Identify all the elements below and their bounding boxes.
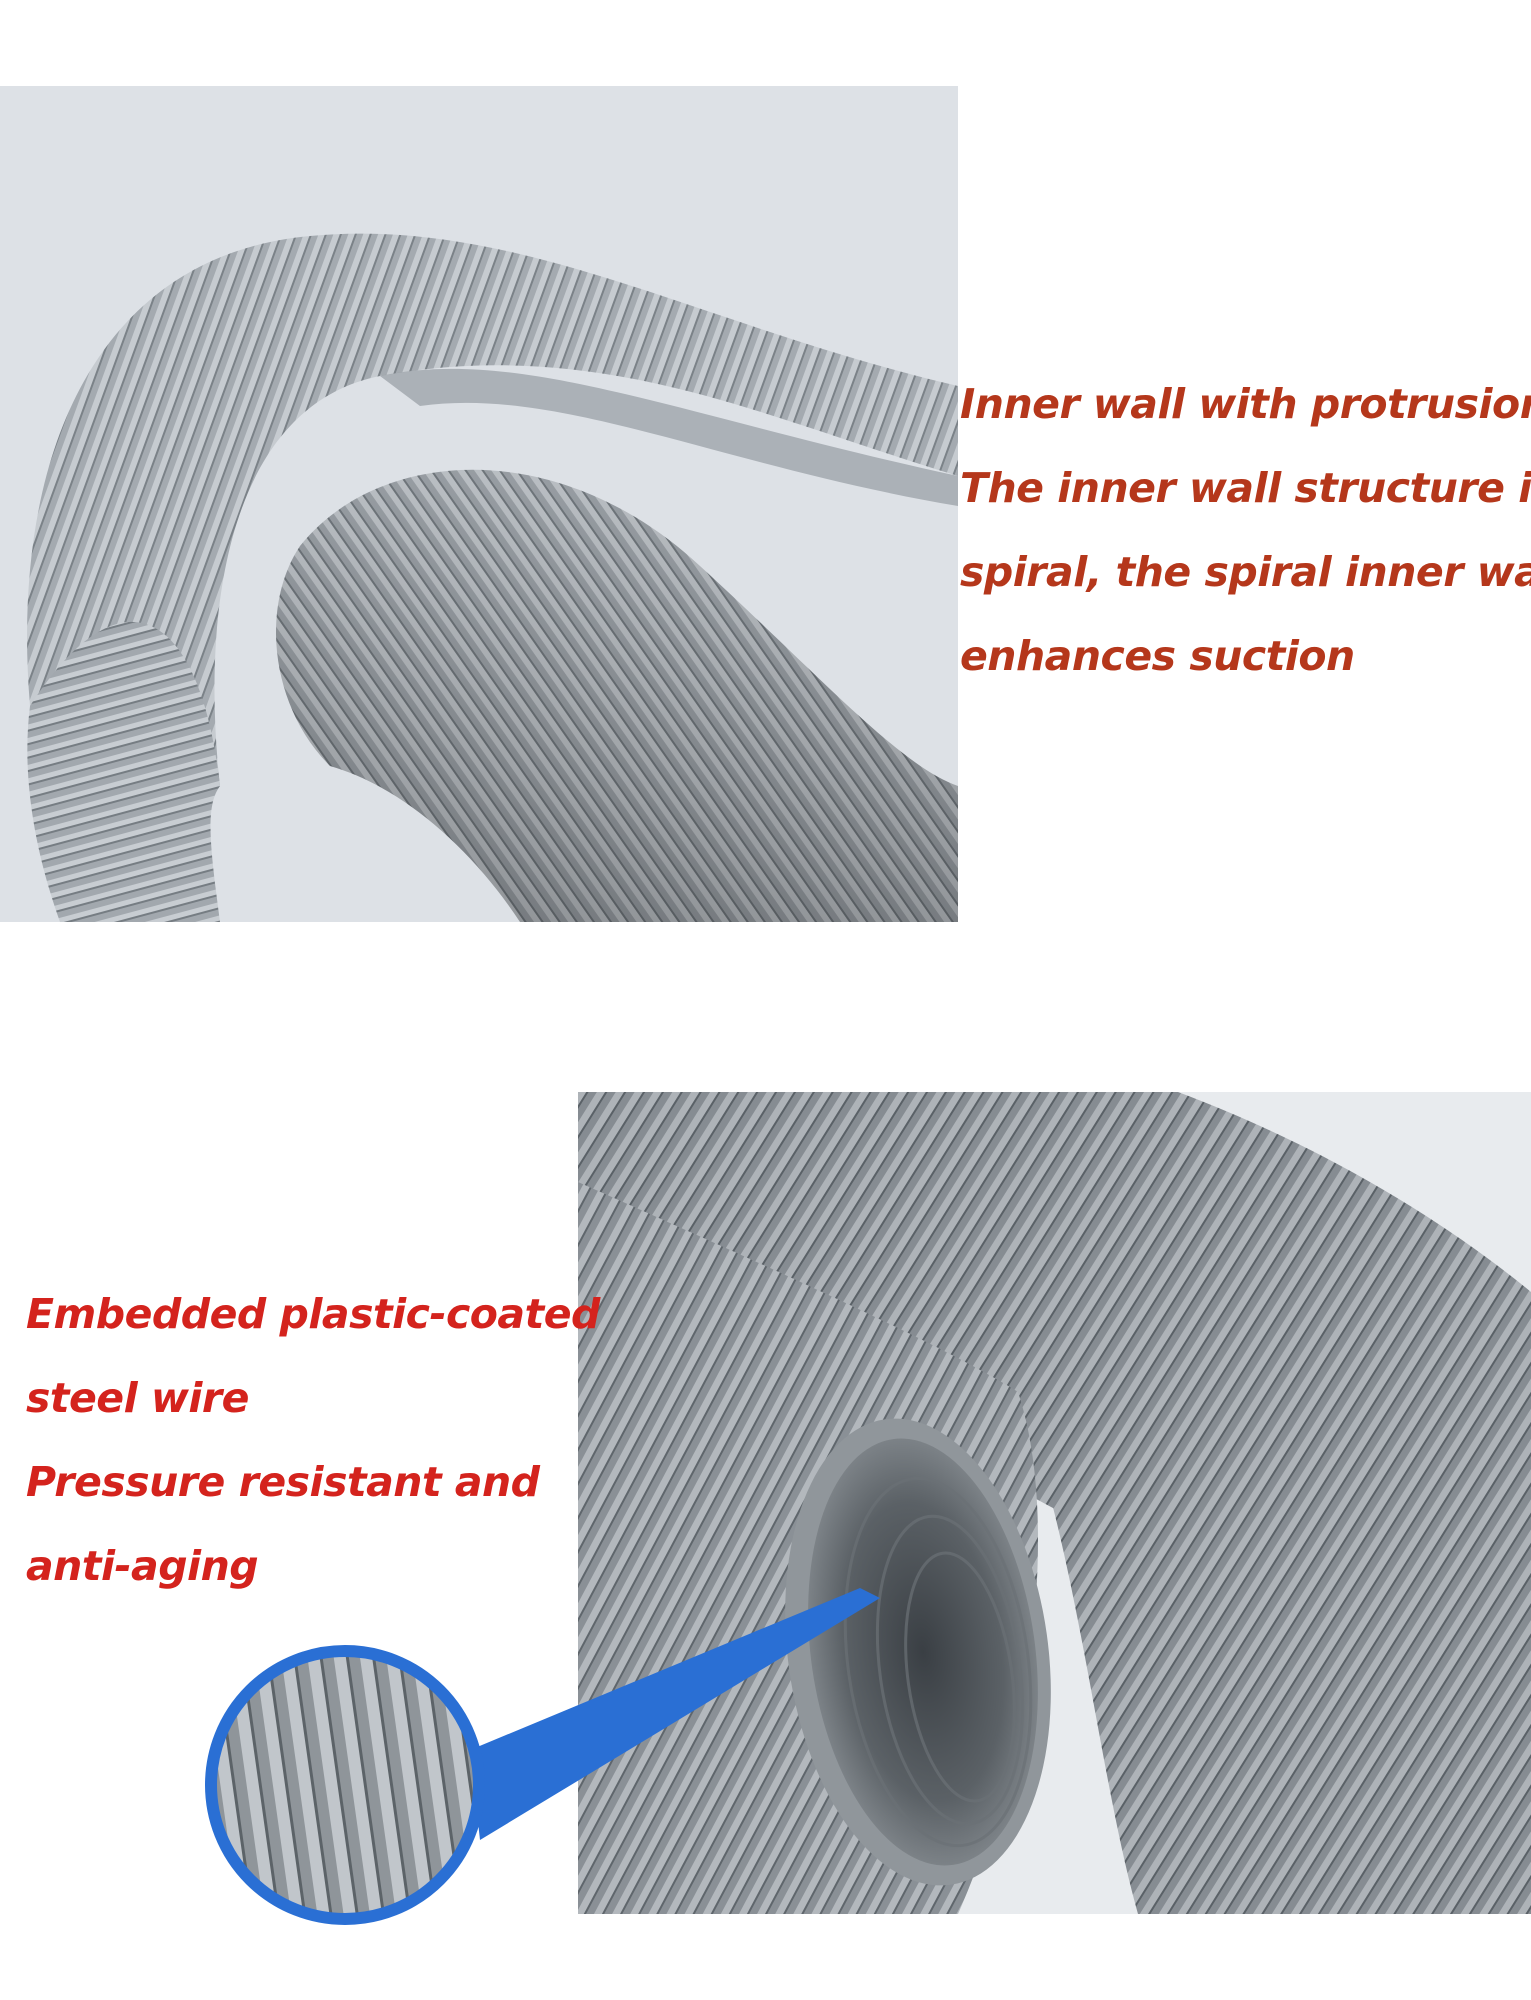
hose-photo-bent [0, 86, 958, 922]
caption-line: The inner wall structure is [960, 464, 1531, 512]
magnified-ribs-icon [205, 1645, 485, 1925]
steel-wire-caption: Embedded plastic-coated steel wire Press… [26, 1272, 600, 1608]
caption-line: spiral, the spiral inner wall [960, 548, 1531, 596]
caption-line: Embedded plastic-coated [26, 1290, 600, 1338]
zoom-lens [200, 1640, 490, 1930]
caption-line: Inner wall with protrusions [960, 380, 1531, 428]
inner-wall-caption: Inner wall with protrusions The inner wa… [960, 362, 1531, 698]
caption-line: Pressure resistant and [26, 1458, 540, 1506]
caption-line: enhances suction [960, 632, 1355, 680]
caption-line: steel wire [26, 1374, 249, 1422]
hose-photo-straight [578, 1092, 1531, 1914]
straight-hose-illustration [578, 1092, 1531, 1914]
bent-hose-illustration [27, 233, 958, 922]
caption-line: anti-aging [26, 1542, 259, 1590]
